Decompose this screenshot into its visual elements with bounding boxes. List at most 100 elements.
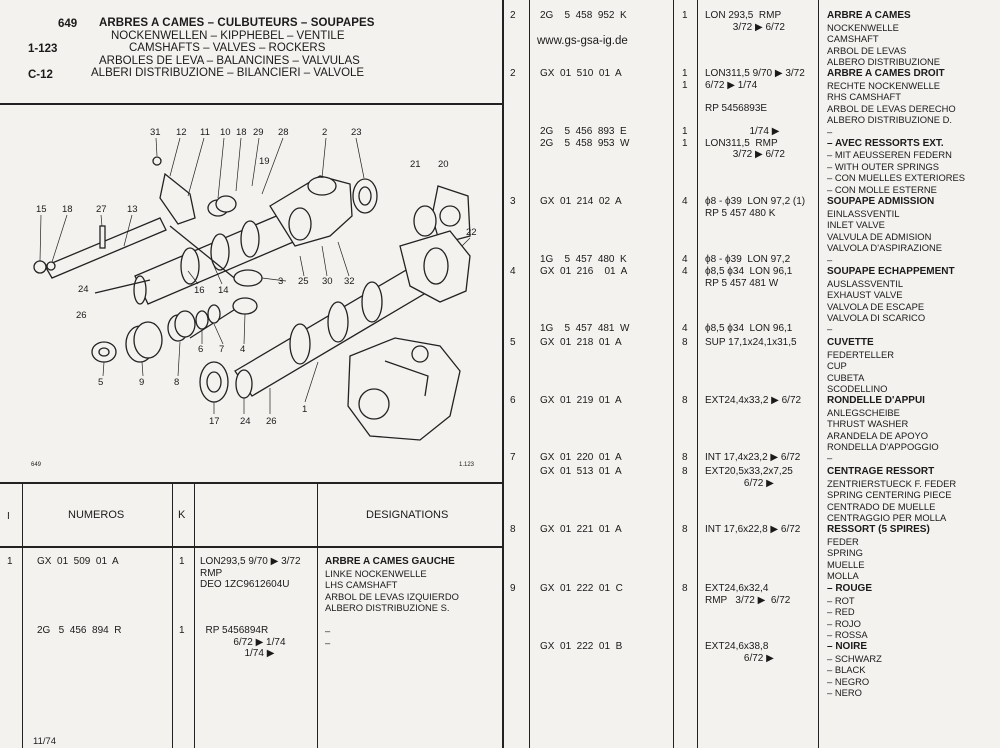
seal-17-inner xyxy=(206,371,222,393)
header-codes: 649 1-123 C-12 xyxy=(28,18,88,82)
callout-24: 24 xyxy=(240,416,251,427)
right-row-qty: 8 xyxy=(682,337,688,348)
designation-line: – ROSSA xyxy=(827,629,868,640)
left-row-qty: 1 xyxy=(179,556,185,567)
right-row-number: GX 01 222 01 B xyxy=(540,641,623,652)
right-row-spec: ϕ8 - ϕ39 LON 97,2 xyxy=(705,254,791,265)
housing-top-boss xyxy=(307,176,337,196)
designation-line: THRUST WASHER xyxy=(827,418,909,429)
engine-pulley xyxy=(358,388,390,420)
callout-6: 6 xyxy=(198,344,203,355)
lower-lobe-3 xyxy=(361,281,383,323)
right-row-number: 2G 5 456 893 E 2G 5 458 953 W xyxy=(540,126,630,149)
right-row-index: 2 xyxy=(510,10,516,21)
right-row-index: 7 xyxy=(510,452,516,463)
designation-line: CENTRADO DE MUELLE xyxy=(827,500,936,512)
left-row-number: 2G 5 456 894 R xyxy=(37,625,122,636)
washer-6 xyxy=(195,310,209,330)
spring-8b xyxy=(174,310,196,338)
engine-detail xyxy=(384,360,429,397)
left-row-spec: RP 5456894R 6/72 ▶ 1/74 1/74 ▶ xyxy=(205,625,286,659)
designation-line: SOUPAPE ADMISSION xyxy=(827,196,935,207)
callout-1: 1 xyxy=(302,404,307,415)
designation-line: CENTRAGE RESSORT xyxy=(827,466,935,477)
callout-24-left: 24 xyxy=(78,284,89,295)
left-row-index: 1 xyxy=(7,556,13,567)
callout-20: 20 xyxy=(438,159,449,170)
rcol-rule-4 xyxy=(818,0,819,748)
callout-5: 5 xyxy=(98,377,103,388)
website-text: www.gs-gsa-ig.de xyxy=(537,35,628,47)
right-row-spec: EXT24,6x38,8 6/72 ▶ xyxy=(705,641,774,664)
left-row-spec: LON293,5 9/70 ▶ 3/72 RMP DEO 1ZC9612604U xyxy=(200,556,301,590)
exploded-diagram: 31 12 11 10 18 29 28 2 23 19 21 20 15 18… xyxy=(31,127,477,468)
designation-line: – SCHWARZ xyxy=(827,652,882,664)
designation-line: SPRING xyxy=(827,547,863,558)
right-row-spec: ϕ8,5 ϕ34 LON 96,1 RP 5 457 481 W xyxy=(705,266,793,289)
designation-line: ALBERO DISTRIBUZIONE S. xyxy=(325,602,450,613)
callout-30: 30 xyxy=(322,276,333,287)
code-1-123: 1-123 xyxy=(28,42,58,55)
right-row-designation: – xyxy=(827,452,832,464)
callout-19: 19 xyxy=(259,156,270,167)
engine-cap xyxy=(411,345,429,363)
callout-12: 12 xyxy=(176,127,187,138)
designation-line: MOLLA xyxy=(827,570,859,581)
designation-line: – RED xyxy=(827,606,855,617)
designation-line: ZENTRIERSTUECK F. FEDER xyxy=(827,477,957,489)
callout-23: 23 xyxy=(351,127,362,138)
designation-line: – NEGRO xyxy=(827,675,870,687)
designation-line: RHS CAMSHAFT xyxy=(827,91,901,102)
cup-5-inner xyxy=(98,347,110,357)
code-c12: C-12 xyxy=(28,69,53,82)
col-rule-2 xyxy=(172,483,173,748)
rcol-rule-2 xyxy=(673,0,674,748)
callout-18-top: 18 xyxy=(236,127,247,138)
right-row-qty: 4 xyxy=(682,254,688,265)
callout-2: 2 xyxy=(322,127,327,138)
designation-line: INLET VALVE xyxy=(827,219,885,230)
designation-line: – MIT AEUSSEREN FEDERN xyxy=(827,149,952,160)
callout-32: 32 xyxy=(344,276,355,287)
left-row-designation: –– xyxy=(325,625,330,648)
title-de: NOCKENWELLEN – KIPPHEBEL – VENTILE xyxy=(111,29,345,42)
right-row-spec: 1/74 ▶ LON311,5 RMP 3/72 ▶ 6/72 xyxy=(705,126,785,160)
designation-line: ANLEGSCHEIBE xyxy=(827,406,900,418)
designation-line: – BLACK xyxy=(827,664,866,675)
callout-labels: 31 12 11 10 18 29 28 2 23 19 21 20 15 18… xyxy=(31,127,477,468)
right-row-index: 9 xyxy=(510,583,516,594)
right-row-qty: 8 xyxy=(682,452,688,463)
header-titles: ARBRES A CAMES – CULBUTEURS – SOUPAPES N… xyxy=(91,17,375,80)
right-row-qty: 4 xyxy=(682,323,688,334)
designation-line: – xyxy=(325,625,331,636)
title-en: CAMSHAFTS – VALVES – ROCKERS xyxy=(129,42,326,55)
designation-line: ARBRE A CAMES xyxy=(827,10,911,21)
right-row-number: GX 01 220 01 A xyxy=(540,452,622,463)
callout-28: 28 xyxy=(278,127,289,138)
right-row-spec: SUP 17,1x24,1x31,5 xyxy=(705,337,797,348)
code-blank xyxy=(28,55,88,68)
designation-line: CENTRAGGIO PER MOLLA xyxy=(827,512,947,523)
callout-26-left: 26 xyxy=(76,310,87,321)
housing-lower-bore xyxy=(423,247,449,285)
engine-block xyxy=(347,337,461,441)
callout-18: 18 xyxy=(62,204,73,215)
left-row-number: GX 01 509 01 A xyxy=(37,556,119,567)
lower-lobe-1 xyxy=(289,323,311,365)
spring-9b xyxy=(133,321,163,359)
right-row-number: GX 01 219 01 A xyxy=(540,395,622,406)
designation-line: LINKE NOCKENWELLE xyxy=(325,567,427,579)
right-row-number: GX 01 216 01 A xyxy=(540,266,628,277)
right-row-qty: 4 xyxy=(682,196,688,207)
housing-top-bore xyxy=(288,207,312,241)
right-row-number: 2G 5 458 952 K xyxy=(540,10,627,21)
callout-15: 15 xyxy=(36,204,47,215)
right-row-qty: 8 xyxy=(682,583,688,594)
designation-line: ALBERO DISTRIBUZIONE xyxy=(827,56,941,67)
lower-lobe-2 xyxy=(327,301,349,343)
right-row-designation: – ROUGE– ROT– RED– ROJO– ROSSA xyxy=(827,583,872,641)
designation-line: EXHAUST VALVE xyxy=(827,289,903,300)
right-row-qty: 1 1 xyxy=(682,68,688,91)
col-header-numeros: NUMEROS xyxy=(68,509,125,521)
